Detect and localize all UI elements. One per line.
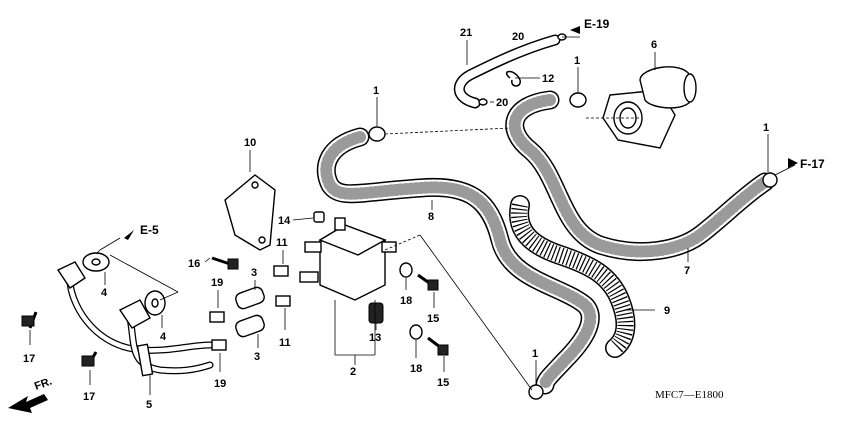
callout-1b: 1: [574, 55, 580, 67]
callout-7: 7: [684, 265, 690, 277]
front-direction-arrow: [8, 394, 48, 413]
washer-18a: [399, 262, 413, 278]
bolt-16: [211, 256, 239, 270]
callout-2: 2: [350, 366, 356, 378]
hose-3b: [235, 314, 265, 338]
hose-21: [453, 34, 561, 109]
callout-10: 10: [244, 137, 256, 149]
clamp-11a: [273, 265, 289, 277]
callout-6: 6: [651, 39, 657, 51]
hose-3a: [235, 286, 265, 310]
front-direction-label: FR.: [33, 375, 54, 392]
reference-f17: F-17: [800, 157, 825, 171]
callout-19a: 19: [211, 277, 223, 289]
pipe-assembly-5: [56, 261, 214, 377]
corrugated-hose-9: [509, 195, 636, 358]
bracket-10: [224, 174, 276, 251]
washer-18b: [409, 324, 423, 340]
callout-1c: 1: [763, 122, 769, 134]
callout-1d: 1: [532, 348, 538, 360]
clip-20b: [478, 98, 488, 106]
clamp-19b: [211, 339, 227, 351]
bolt-17a: [21, 311, 38, 329]
reference-e19: E-19: [584, 17, 610, 31]
ref-arrow-e5: [124, 230, 134, 240]
bolt-15b: [427, 336, 449, 356]
ref-arrow-f17: [788, 158, 798, 168]
gasket-4b-hole: [151, 298, 159, 308]
bolt-15a: [417, 273, 439, 291]
bolt-17b: [81, 351, 98, 367]
ref-arrow-e19: [570, 26, 580, 34]
clamp-12: [505, 70, 521, 87]
reference-e5: E-5: [140, 223, 159, 237]
hose-8: [316, 127, 600, 395]
callout-19b: 19: [214, 378, 226, 390]
callout-11b: 11: [279, 337, 291, 349]
callout-18a: 18: [400, 295, 412, 307]
callout-17b: 17: [83, 391, 95, 403]
callout-5: 5: [146, 399, 152, 411]
hose-7: [505, 90, 775, 262]
clip-1c: [762, 172, 778, 188]
callout-9: 9: [664, 305, 670, 317]
clip-1b: [569, 92, 587, 108]
callout-20b: 20: [496, 97, 508, 109]
clamp-11b: [275, 295, 291, 307]
callout-14: 14: [278, 215, 291, 227]
callout-4b: 4: [160, 331, 167, 343]
callout-4a: 4: [101, 287, 108, 299]
clip-1d: [528, 384, 544, 400]
callout-11a: 11: [276, 237, 288, 249]
callout-3a: 3: [251, 267, 257, 279]
callout-15a: 15: [427, 313, 439, 325]
callout-15b: 15: [437, 377, 449, 389]
cap-14: [313, 211, 325, 223]
callout-13: 13: [369, 332, 381, 344]
callout-8: 8: [428, 211, 434, 223]
gasket-4a-hole: [91, 258, 101, 266]
callout-18b: 18: [410, 363, 422, 375]
callout-20a: 20: [512, 31, 524, 43]
diagram-code: MFC7—E1800: [655, 389, 724, 401]
callout-21: 21: [460, 27, 472, 39]
clip-1a: [368, 126, 386, 142]
callout-12: 12: [542, 73, 554, 85]
callout-17a: 17: [23, 353, 35, 365]
clamp-19a: [209, 311, 225, 323]
callout-1a: 1: [373, 85, 379, 97]
solenoid-valve-2: [299, 217, 397, 301]
callout-16: 16: [188, 258, 200, 270]
callout-3b: 3: [254, 351, 260, 363]
cap-13: [368, 302, 384, 324]
leader-lines: [29, 36, 796, 395]
air-valve-6: [602, 66, 697, 149]
